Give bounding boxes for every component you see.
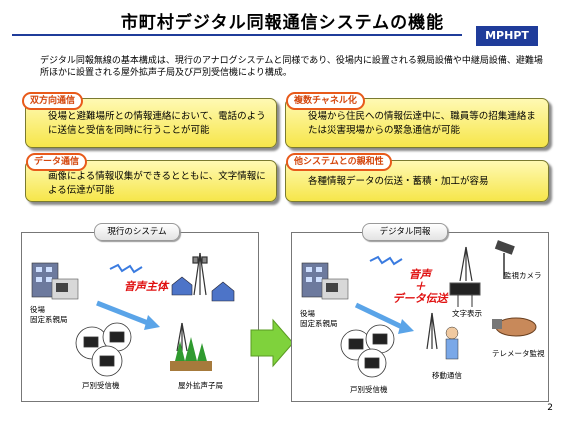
digital-system-panel: デジタル同報 音声 ＋ データ伝送 役場 固定系親局 戸別受信機 文字表示 監視… bbox=[291, 223, 549, 402]
feature-tag: 複数チャネル化 bbox=[286, 92, 365, 110]
plus-label: ＋ bbox=[414, 280, 426, 293]
office-label: 役場 bbox=[300, 309, 315, 318]
ministry-badge: MPHPT bbox=[476, 26, 538, 46]
feature-tag: 他システムとの親和性 bbox=[286, 153, 392, 171]
feature-text: 役場と避難場所との情報連絡において、電話のように送信と受信を同時に行うことが可能 bbox=[48, 111, 266, 136]
feature-box-bidirectional: 役場と避難場所との情報連絡において、電話のように送信と受信を同時に行うことが可能 bbox=[25, 98, 277, 148]
worker-icon bbox=[445, 326, 459, 360]
voice-label: 音声 bbox=[409, 268, 431, 281]
office-building-icon bbox=[31, 262, 79, 300]
home-receiver-icon bbox=[340, 324, 395, 378]
text-display-label: 文字表示 bbox=[452, 309, 482, 318]
feature-tag: 双方向通信 bbox=[22, 92, 84, 110]
arrow-icon bbox=[96, 300, 160, 330]
trees-icon bbox=[170, 337, 212, 371]
radio-wave-icon bbox=[369, 255, 403, 266]
home-receiver-label: 戸別受信機 bbox=[350, 385, 388, 394]
current-system-label: 現行のシステム bbox=[94, 223, 180, 241]
office-sublabel: 固定系親局 bbox=[300, 319, 338, 328]
feature-tag: データ通信 bbox=[26, 153, 88, 171]
display-board-icon bbox=[449, 282, 481, 307]
house-icon bbox=[171, 276, 235, 302]
outdoor-speaker-label: 屋外拡声子局 bbox=[178, 381, 223, 390]
radio-wave-icon bbox=[109, 263, 143, 274]
radio-tower-icon bbox=[426, 246, 473, 350]
feature-text: 役場から住民への情報伝達中に、職員等の招集連絡または災害現場からの緊急通信が可能 bbox=[308, 111, 536, 136]
current-system-illustration bbox=[31, 252, 235, 377]
home-receiver-icon bbox=[75, 322, 132, 377]
title-rule bbox=[12, 34, 462, 36]
office-sublabel: 固定系親局 bbox=[30, 315, 68, 324]
home-receiver-label: 戸別受信機 bbox=[82, 381, 120, 390]
page-number: 2 bbox=[547, 403, 553, 413]
digital-system-illustration bbox=[301, 240, 537, 378]
telemeter-label: テレメータ監視 bbox=[492, 349, 545, 358]
office-label: 役場 bbox=[30, 305, 45, 314]
digital-system-label: デジタル同報 bbox=[362, 223, 448, 241]
telemeter-icon bbox=[492, 317, 537, 337]
mobile-comm-label: 移動通信 bbox=[432, 371, 462, 380]
camera-label: 監視カメラ bbox=[504, 271, 542, 280]
intro-text: デジタル同報無線の基本構成は、現行のアナログシステムと同様であり、役場内に設置さ… bbox=[40, 56, 543, 78]
feature-text: 画像による情報収集ができるとともに、文字情報による伝達が可能 bbox=[48, 171, 266, 196]
radio-tower-icon bbox=[176, 252, 208, 352]
voice-main-label: 音声主体 bbox=[124, 280, 168, 293]
arrow-icon bbox=[354, 302, 414, 334]
current-system-panel: 現行のシステム 音声主体 役場 固定系親局 戸別受信機 屋外拡声子局 bbox=[21, 223, 259, 402]
data-transmission-label: データ伝送 bbox=[392, 292, 448, 305]
transition-arrow-icon bbox=[250, 318, 294, 368]
page-title: 市町村デジタル同報通信システムの機能 bbox=[120, 13, 445, 33]
office-building-icon bbox=[301, 262, 349, 300]
feature-text: 各種情報データの伝送・蓄積・加工が容易 bbox=[308, 176, 489, 187]
camera-icon bbox=[494, 240, 515, 279]
